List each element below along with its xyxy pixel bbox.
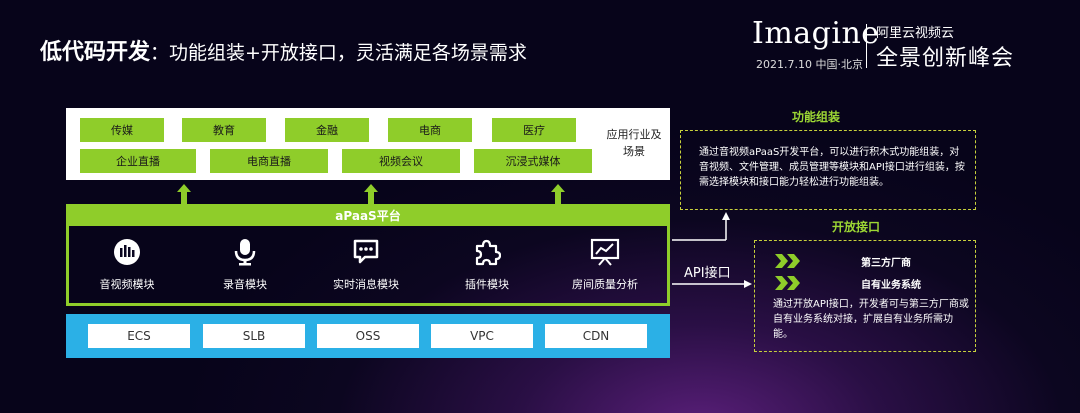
industry-tile: 传媒 [80, 118, 164, 142]
module-label: 插件模块 [465, 278, 509, 291]
open-item-label: 自有业务系统 [861, 279, 921, 291]
paas-modules: 音视频模块 录音模块 实时消息模块 插件模块 房间质量分析 [66, 226, 670, 306]
infrastructure-layer: ECS SLB OSS VPC CDN [66, 314, 670, 358]
event-brand: Imagine 阿里云视频云 全景创新峰会 2021.7.10 中国·北京 [752, 16, 1052, 72]
slide-title: 低代码开发：功能组装+开放接口，灵活满足各场景需求 [40, 34, 527, 66]
industry-tile: 教育 [182, 118, 266, 142]
module-audio-video: 音视频模块 [77, 238, 177, 292]
api-label: API接口 [684, 266, 731, 281]
double-chevron-icon [775, 276, 800, 290]
brand-date: 2021.7.10 中国·北京 [756, 58, 863, 71]
infra-tile: VPC [431, 324, 533, 348]
scenario-tile: 沉浸式媒体 [474, 149, 592, 173]
open-item-label: 第三方厂商 [861, 257, 911, 269]
open-interface-text: 通过开放API接口，开发者可与第三方厂商或自有业务系统对接，扩展自有业务所需功能… [773, 299, 969, 340]
brand-org: 阿里云视频云 [876, 26, 955, 41]
scenario-tile: 视频会议 [342, 149, 460, 173]
module-label: 音视频模块 [99, 278, 155, 291]
module-label: 录音模块 [223, 278, 267, 291]
puzzle-icon [475, 239, 501, 266]
open-interface-box: 第三方厂商 自有业务系统 通过开放API接口，开发者可与第三方厂商或自有业务系统… [754, 240, 976, 352]
paas-title-bar: aPaaS平台 [66, 204, 670, 226]
scenario-tile: 电商直播 [210, 149, 328, 173]
microphone-icon [234, 239, 256, 266]
title-main: 低代码开发 [40, 40, 151, 65]
double-chevron-icon [775, 254, 800, 268]
industry-tile: 医疗 [492, 118, 576, 142]
infra-tile: SLB [203, 324, 305, 348]
module-realtime-message: 实时消息模块 [316, 238, 416, 292]
module-plugin: 插件模块 [437, 238, 537, 292]
up-arrow-icon [551, 184, 565, 204]
module-label: 房间质量分析 [572, 278, 638, 291]
audio-video-icon [114, 239, 140, 265]
up-arrow-icon [177, 184, 191, 204]
chart-board-icon [590, 238, 620, 266]
brand-divider [866, 24, 867, 68]
feature-assembly-box: 通过音视频aPaaS开发平台，可以进行积木式功能组装，对音视频、文件管理、成员管… [680, 130, 976, 210]
application-layer-label: 应用行业及场景 [606, 128, 662, 158]
industry-tile: 电商 [388, 118, 472, 142]
chat-bubble-icon [353, 239, 379, 264]
module-label: 实时消息模块 [333, 278, 399, 291]
open-interface-heading: 开放接口 [832, 220, 881, 234]
industry-tile: 金融 [285, 118, 369, 142]
infra-tile: OSS [317, 324, 419, 348]
up-arrow-icon [364, 184, 378, 204]
scenario-tile: 企业直播 [80, 149, 196, 173]
infra-tile: CDN [545, 324, 647, 348]
open-item: 自有业务系统 [775, 275, 921, 291]
open-item: 第三方厂商 [775, 253, 911, 269]
infra-tile: ECS [88, 324, 190, 348]
brand-name: Imagine [752, 16, 880, 51]
feature-assembly-text: 通过音视频aPaaS开发平台，可以进行积木式功能组装，对音视频、文件管理、成员管… [699, 147, 965, 188]
application-layer: 传媒 教育 金融 电商 医疗 企业直播 电商直播 视频会议 沉浸式媒体 应用行业… [66, 108, 670, 180]
feature-assembly-heading: 功能组装 [792, 110, 841, 124]
title-sub: ：功能组装+开放接口，灵活满足各场景需求 [150, 42, 527, 64]
brand-event: 全景创新峰会 [876, 46, 1015, 71]
module-room-quality: 房间质量分析 [555, 238, 655, 292]
module-recording: 录音模块 [195, 238, 295, 292]
